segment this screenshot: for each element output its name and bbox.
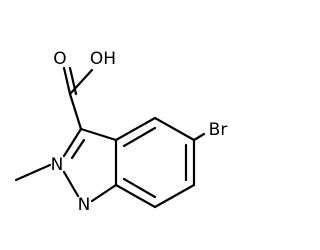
- bond-n1-c7a: [90, 183, 118, 203]
- atom-nitrogen-2-label: N: [51, 155, 64, 175]
- bond-c4-c5: [153, 116, 196, 142]
- bond-c7-c7a: [114, 183, 157, 209]
- atom-oxygen-carbonyl-label: O: [53, 49, 66, 69]
- bond-c-oh: [68, 68, 94, 96]
- bond-c3-c3a: [79, 127, 118, 142]
- atom-hydroxyl-label: OH: [90, 49, 116, 69]
- bond-c3a-c4: [114, 116, 157, 142]
- bond-c7-c7a-inner: [122, 177, 157, 199]
- bond-n2-n1: [62, 170, 80, 198]
- bond-n2-methyl: [14, 163, 52, 182]
- bond-c3-carboxyl: [68, 92, 83, 131]
- atom-nitrogen-1-label: N: [78, 195, 91, 215]
- bond-c5-br: [192, 132, 206, 142]
- bond-c3-n2-inner: [70, 138, 86, 160]
- bond-c3-n2: [62, 127, 83, 158]
- bond-c6-c7: [153, 183, 196, 209]
- bond-carbonyl-double-a: [62, 66, 72, 96]
- bond-c3a-c4-inner: [122, 126, 157, 148]
- molecule-drawing: O OH Br N N: [14, 49, 228, 215]
- structure-canvas: O OH Br N N: [14, 49, 228, 215]
- atom-bromine-label: Br: [209, 120, 228, 140]
